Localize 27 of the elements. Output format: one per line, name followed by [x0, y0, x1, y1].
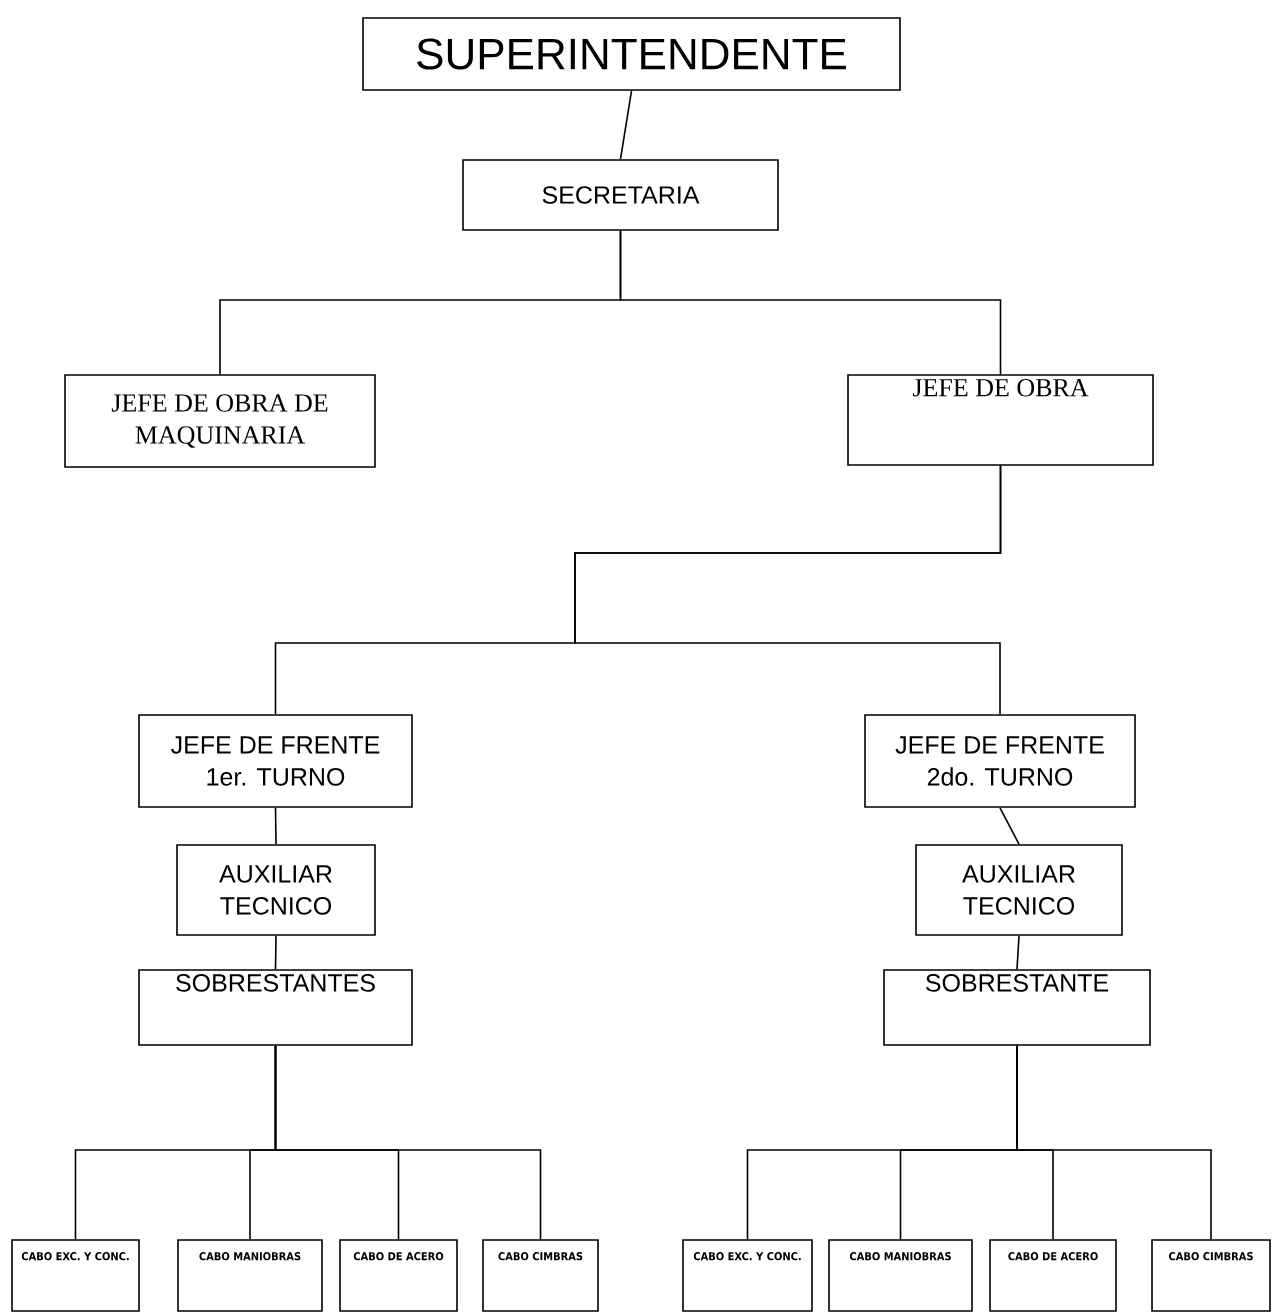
role-box: SOBRESTANTES — [138, 969, 413, 1046]
role-box: CABO CIMBRAS — [1151, 1239, 1271, 1312]
role-box: SOBRESTANTE — [883, 969, 1151, 1046]
role-box: AUXILIAR TECNICO — [915, 844, 1123, 936]
role-box: JEFE DE FRENTE 1er. TURNO — [138, 714, 413, 808]
connector-line — [274, 1045, 542, 1240]
role-box: JEFE DE FRENTE 2do. TURNO — [864, 714, 1136, 808]
role-box: AUXILIAR TECNICO — [176, 844, 376, 936]
role-box: JEFE DE OBRA — [847, 374, 1154, 466]
role-box: SECRETARIA — [462, 159, 779, 231]
connector-line — [1016, 935, 1020, 970]
role-box: CABO MANIOBRAS — [828, 1239, 973, 1312]
connector-line — [274, 935, 277, 970]
role-box: CABO EXC. Y CONC. — [11, 1239, 140, 1312]
title-box: SUPERINTENDENTE — [362, 17, 901, 91]
role-box: CABO MANIOBRAS — [177, 1239, 323, 1312]
connector-line — [274, 807, 277, 845]
connector-line — [574, 465, 1002, 715]
role-box: JEFE DE OBRA DE MAQUINARIA — [64, 374, 376, 468]
role-box: CABO CIMBRAS — [482, 1239, 599, 1312]
connector-line — [619, 230, 1002, 375]
connector-line — [619, 90, 633, 160]
role-box: CABO DE ACERO — [339, 1239, 458, 1312]
role-box: CABO DE ACERO — [989, 1239, 1117, 1312]
role-box: CABO EXC. Y CONC. — [682, 1239, 813, 1312]
connector-line — [999, 807, 1020, 845]
connector-line — [1016, 1045, 1212, 1240]
